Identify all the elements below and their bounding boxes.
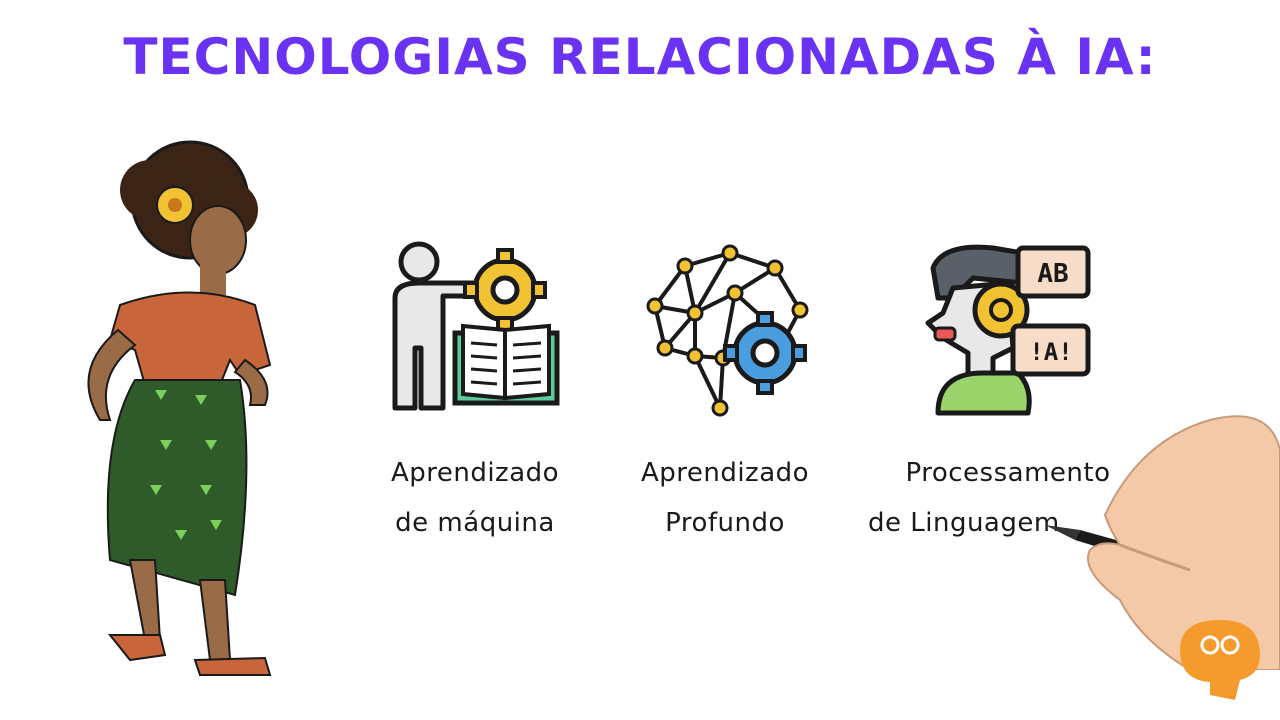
page-title: Tecnologias relacionadas à IA: <box>123 28 1157 86</box>
hand-drawing-icon <box>1045 415 1280 670</box>
item-label-line1: Aprendizado <box>390 458 560 488</box>
brand-logo-icon <box>1180 620 1260 700</box>
item-deep-learning: Aprendizado Profundo <box>620 238 830 548</box>
woman-illustration <box>87 140 272 676</box>
item-machine-learning: Aprendizado de máquina <box>370 238 580 548</box>
machine-learning-icon <box>392 241 560 411</box>
item-label-line2: Profundo <box>665 508 785 538</box>
item-label-line1: Aprendizado <box>640 458 810 488</box>
item-label-line2: de máquina <box>395 508 555 538</box>
item-label-line2: de Linguagem <box>868 508 1060 538</box>
svg-text:AB: AB <box>1037 259 1068 289</box>
item-nlp: AB !A! Processamento de Linguagem <box>868 238 1118 548</box>
svg-text:!A!: !A! <box>1029 338 1072 366</box>
deep-learning-icon <box>646 244 809 417</box>
nlp-icon: AB !A! <box>925 244 1091 416</box>
item-label-line1: Processamento <box>905 458 1111 488</box>
